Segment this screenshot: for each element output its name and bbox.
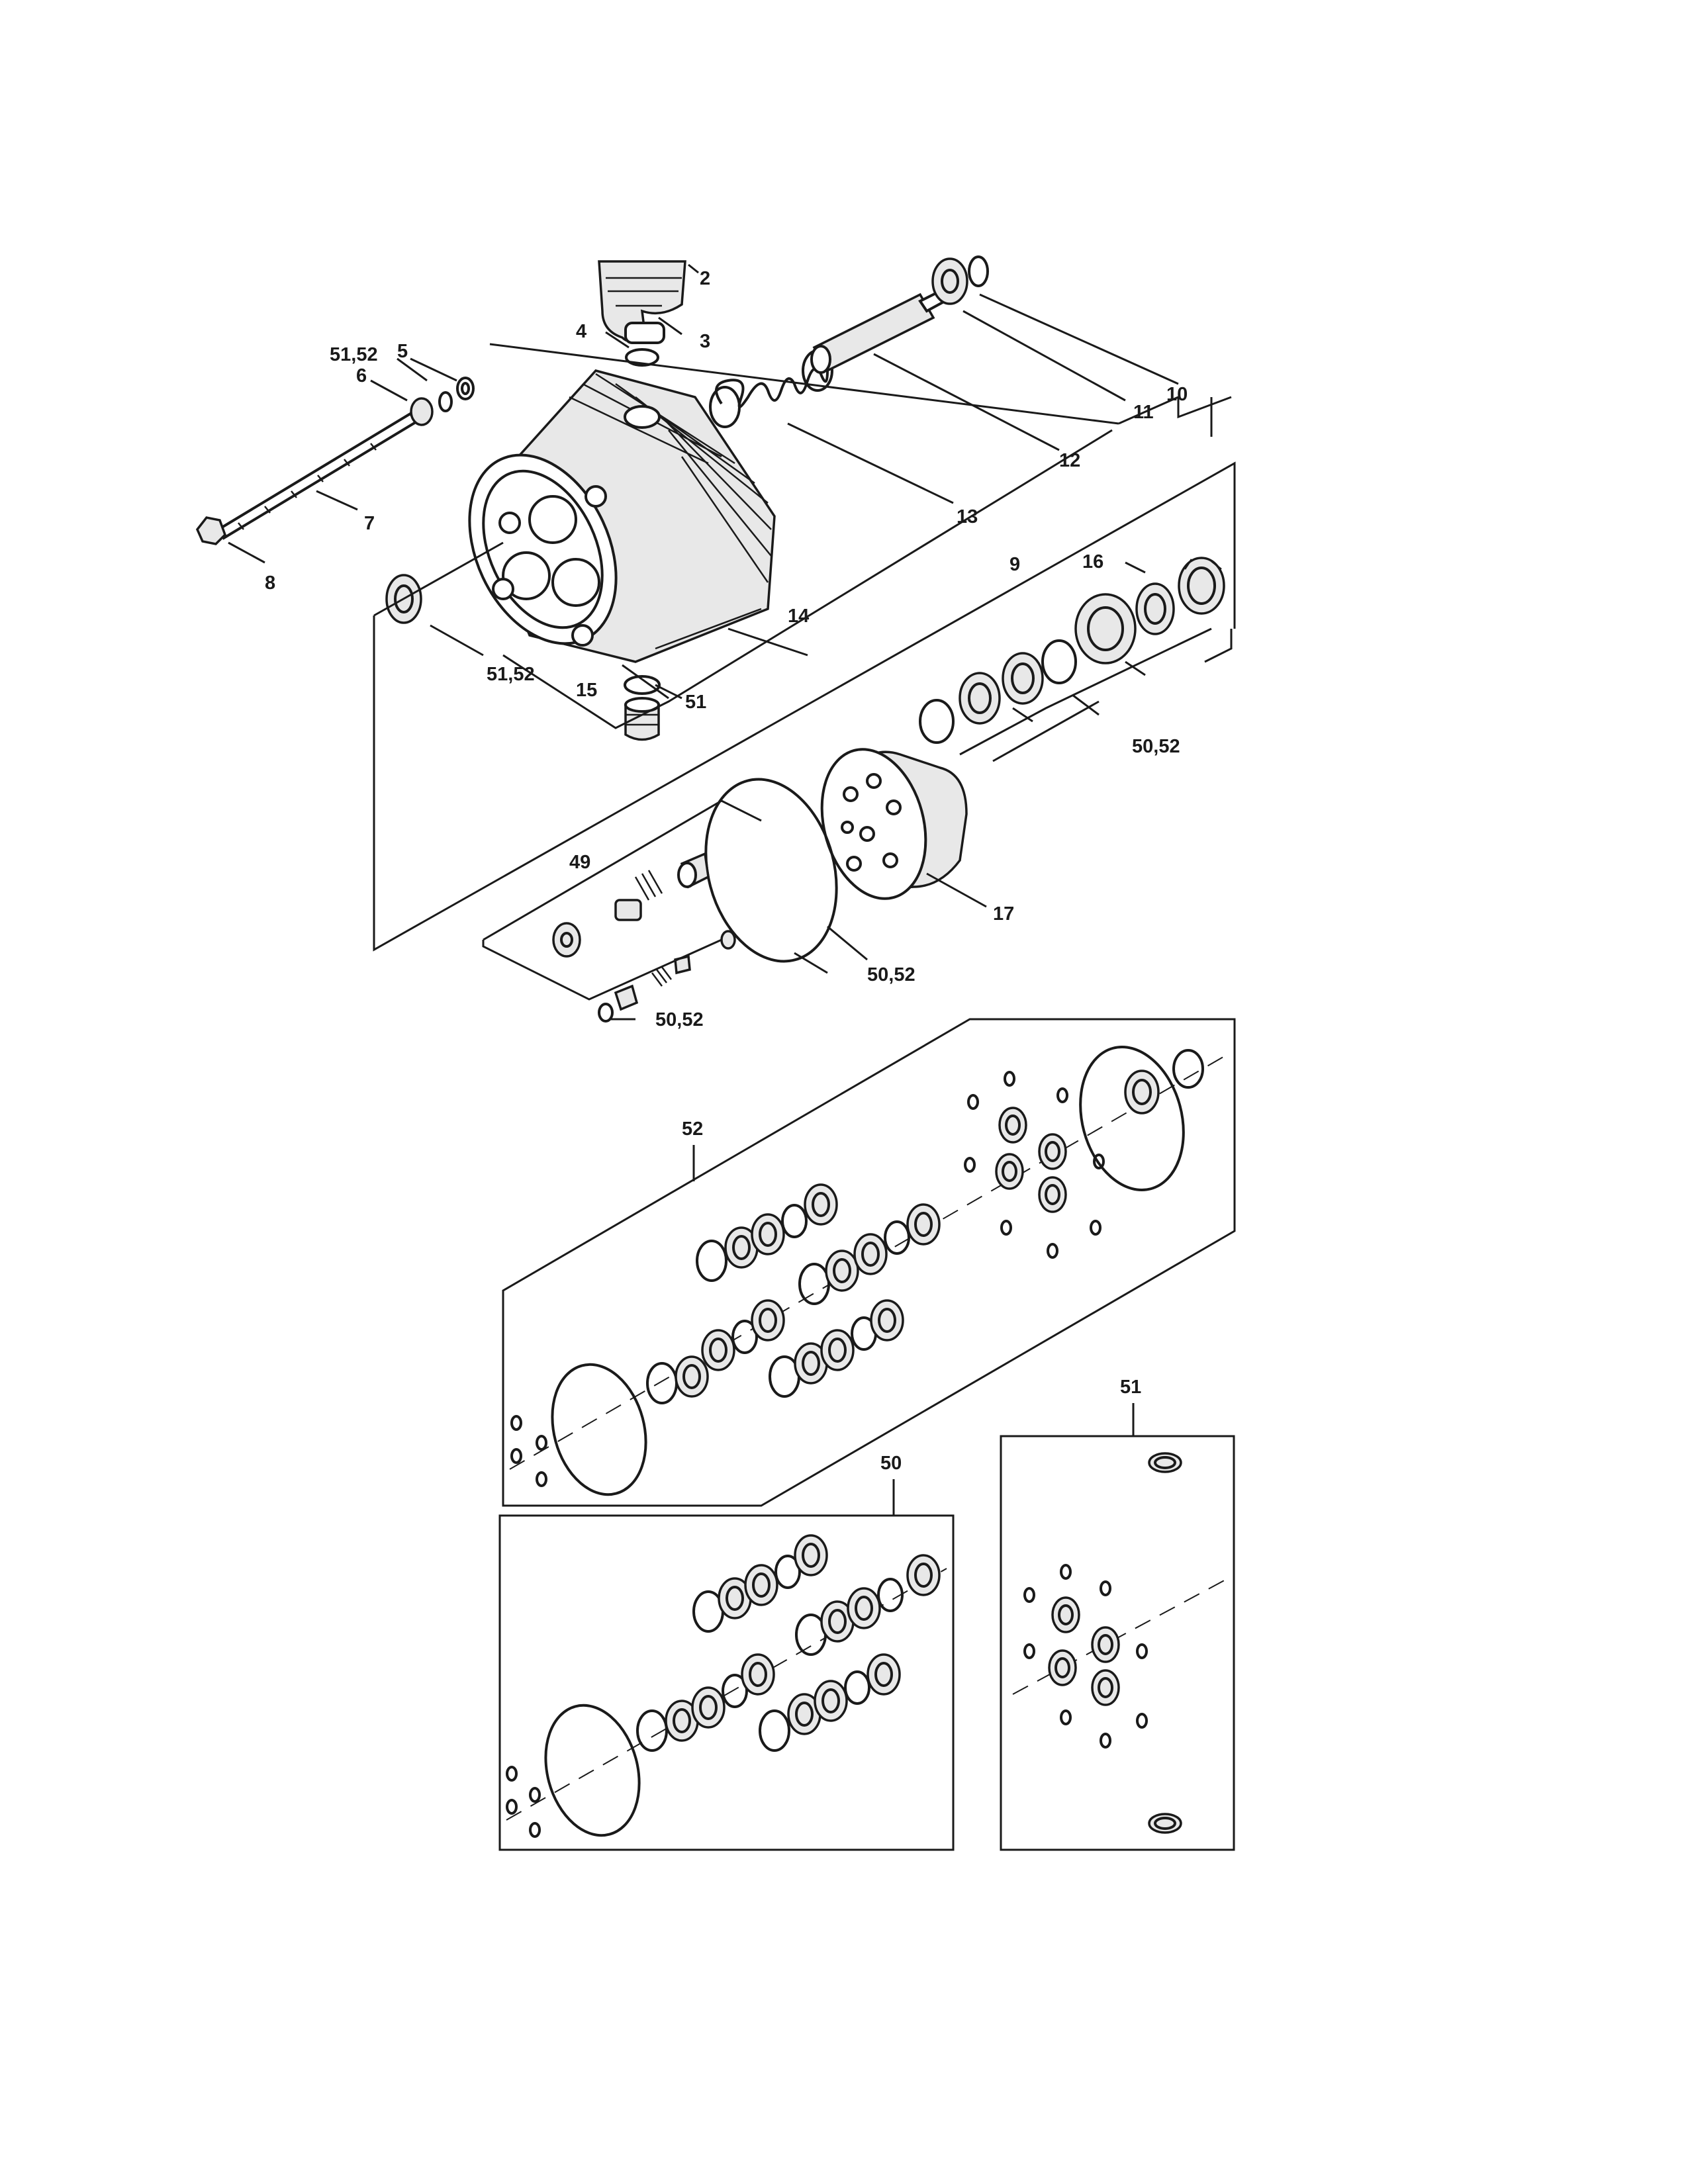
callout-3: 3 xyxy=(700,331,710,352)
seal-kit-50: 50 xyxy=(498,1453,955,1851)
o-ring-51 xyxy=(624,675,661,695)
callout-51: 51 xyxy=(685,692,706,713)
plug-15 xyxy=(624,697,660,741)
ring-5 xyxy=(456,377,475,400)
seal-holder-16 xyxy=(919,557,1225,744)
pump-housing xyxy=(468,369,776,663)
o-ring-4 xyxy=(625,348,659,367)
kit-50-frame xyxy=(498,1514,955,1851)
hex-nut-8 xyxy=(195,516,227,545)
callout-11: 11 xyxy=(1133,402,1154,423)
callout-4: 4 xyxy=(576,321,586,342)
seal-kit-52: 52 xyxy=(502,1018,1236,1507)
callout-7: 7 xyxy=(364,513,375,534)
kit-52-label: 52 xyxy=(682,1118,703,1140)
callout-50-52-b: 50,52 xyxy=(867,964,915,985)
kit-50-label: 50 xyxy=(880,1453,902,1474)
ring-10 xyxy=(968,255,989,287)
large-o-ring xyxy=(704,778,838,963)
callout-14: 14 xyxy=(788,606,809,627)
tie-bolt xyxy=(195,412,418,545)
valve-block-17 xyxy=(820,748,968,900)
callout-8: 8 xyxy=(265,572,275,594)
callout-17: 17 xyxy=(993,903,1014,925)
callout-15: 15 xyxy=(576,680,597,701)
seal-kit-51: 51 xyxy=(1000,1377,1235,1851)
callout-16: 16 xyxy=(1082,551,1103,572)
kit-51-frame xyxy=(1000,1435,1235,1851)
callout-50-52-c: 50,52 xyxy=(655,1009,704,1030)
ring-6 xyxy=(438,391,453,412)
callout-13: 13 xyxy=(957,506,978,527)
kit-52-frame xyxy=(502,1018,1236,1507)
callout-2: 2 xyxy=(700,268,710,289)
valve-cartridge xyxy=(598,260,686,344)
washer-11 xyxy=(931,257,968,305)
callout-5: 5 xyxy=(397,341,408,362)
callout-51-52-top: 51,52 xyxy=(330,344,378,365)
callout-49: 49 xyxy=(569,852,590,873)
callout-50-52-a: 50,52 xyxy=(1132,736,1180,757)
valve-parts-49 xyxy=(552,852,736,1023)
callout-51-52-mid: 51,52 xyxy=(487,664,535,685)
kit-51-label: 51 xyxy=(1120,1377,1141,1398)
callout-12: 12 xyxy=(1059,450,1080,471)
pump-head-assembly: 2 3 4 5 51,52 6 7 8 10 11 12 13 9 16 14 … xyxy=(195,255,1236,1030)
callout-10: 10 xyxy=(1166,384,1188,405)
leader-lines-top xyxy=(228,263,1236,1021)
washer-51-52 xyxy=(410,397,434,426)
callout-6: 6 xyxy=(356,365,367,387)
callout-9: 9 xyxy=(1009,554,1020,575)
